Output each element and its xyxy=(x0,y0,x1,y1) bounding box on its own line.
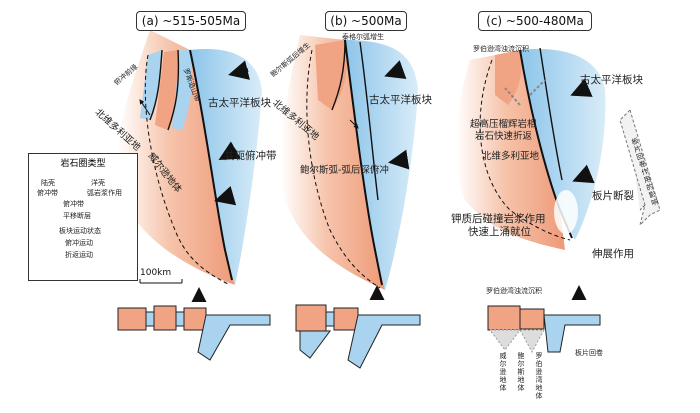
section-b xyxy=(295,285,421,369)
panel-c-motion-arrow-1 xyxy=(570,78,593,97)
panel-a-motion-arrow-1 xyxy=(228,60,250,80)
panel-a-arc-strip-3 xyxy=(172,50,193,130)
legend-title: 岩石圈类型 xyxy=(60,159,106,169)
panel-b-fault-2 xyxy=(359,41,379,201)
legend-plate-motion: 板块运动状态 xyxy=(59,227,101,235)
legend-sub-1: 俯冲带 xyxy=(63,200,84,208)
panel-c-magma-2: 快速上涌就位 xyxy=(468,226,531,238)
legend-continental: 陆壳 xyxy=(41,179,55,187)
panel-c-dashed-boundary xyxy=(479,59,571,241)
panel-b-motion-arrow-2 xyxy=(388,149,410,170)
section-c-robertson-terrane: 罗伯逊湾地体 xyxy=(535,352,543,400)
panel-a-motion-arrow-3 xyxy=(214,185,237,206)
legend: 岩石圈类型 陆壳 洋壳 俯冲带 弧岩浆作用 俯冲带 平移断层 板块运动状态 俯冲… xyxy=(28,153,138,281)
panel-b-main-suture xyxy=(344,39,383,286)
panel-c-magma-blob xyxy=(554,190,578,234)
panel-c-motion-arrow-2 xyxy=(572,164,595,184)
panel-c-paleo-pacific: 古太平洋板块 xyxy=(580,74,643,86)
panel-c-rollback-shape xyxy=(619,109,661,227)
section-c-bowers: 鲍尔斯地体 xyxy=(517,352,525,392)
panel-a-subduction-belt: 共轭俯冲带 xyxy=(224,150,277,162)
panel-c-uhp-1: 超高压榴辉岩相 xyxy=(470,119,537,130)
panel-a-main-suture xyxy=(189,49,233,281)
section-a xyxy=(117,287,271,361)
section-c xyxy=(487,285,601,354)
panel-a-motion-arrow-2 xyxy=(218,141,241,160)
panel-c-exhume-arrow-1 xyxy=(504,87,521,106)
section-c-robertson: 罗伯逊湾浊流沉积 xyxy=(486,287,542,295)
panel-b-tasman-growth: 泰格尔弧增生 xyxy=(342,33,384,41)
legend-sub-2: 平移断层 xyxy=(63,212,91,220)
panel-a-arc-strip-2 xyxy=(155,50,179,130)
legend-exhume-motion: 折返运动 xyxy=(65,251,93,259)
scale-bar xyxy=(139,279,183,284)
panel-c-fault-1 xyxy=(539,47,563,181)
panel-b-arc-block xyxy=(315,40,347,110)
panel-a-title: (a) ~515-505Ma xyxy=(136,11,246,31)
panel-c-extension: 伸展作用 xyxy=(592,248,634,260)
panel-c-slab-break: 板片断裂 xyxy=(592,190,634,202)
panel-b-motion-arrow-1 xyxy=(384,60,407,80)
panel-c-north-victoria: 北维多利亚地 xyxy=(482,151,540,162)
panel-c-continental-crust xyxy=(455,50,565,250)
panel-b-fault-1 xyxy=(331,39,346,111)
panel-b-paleo-pacific: 古太平洋板块 xyxy=(369,94,432,106)
legend-subduction-zone: 俯冲带 xyxy=(37,189,58,197)
panel-b-title: (b) ~500Ma xyxy=(325,11,407,31)
panel-a-dashed-boundary xyxy=(144,54,231,286)
scale-label: 100km xyxy=(140,268,172,278)
panel-c-title: (c) ~500-480Ma xyxy=(478,11,592,31)
panel-b-subduct-arrow xyxy=(349,119,359,129)
panel-c-robertson-basin: 罗伯逊湾浊流沉积 xyxy=(473,45,529,53)
section-c-wilson: 威尔逊地体 xyxy=(499,352,507,392)
panel-a-arc-strip-1 xyxy=(140,50,162,120)
panel-a-arc-fault-1 xyxy=(149,49,163,121)
panel-c-magma-1: 钾质后碰撞岩浆作用 xyxy=(451,213,546,225)
panel-b-backarc-subduction: 鲍尔斯弧-弧后深俯冲 xyxy=(300,165,389,176)
panel-c-exhume-arrow-2 xyxy=(529,79,546,96)
panel-a-exhume-arrow xyxy=(139,99,151,116)
panel-a-map xyxy=(117,30,262,286)
section-c-slab-rollback: 板片回卷 xyxy=(575,349,603,357)
panel-b-map xyxy=(280,35,418,290)
legend-oceanic: 洋壳 xyxy=(91,179,105,187)
panel-a-oceanic-crust xyxy=(190,49,262,286)
panel-a-paleo-pacific: 古太平洋板块 xyxy=(208,97,271,109)
panel-c-arc-block xyxy=(495,50,522,105)
panel-a-arc-fault-2 xyxy=(167,49,180,131)
legend-subduct-motion: 俯冲运动 xyxy=(65,239,93,247)
panel-c-uhp-2: 岩石快速折返 xyxy=(475,131,533,142)
panel-b-dashed-boundary xyxy=(306,49,381,289)
panel-c-map xyxy=(455,47,661,250)
panel-b-oceanic-crust xyxy=(345,40,418,290)
legend-arc-magma: 弧岩浆作用 xyxy=(87,189,122,197)
